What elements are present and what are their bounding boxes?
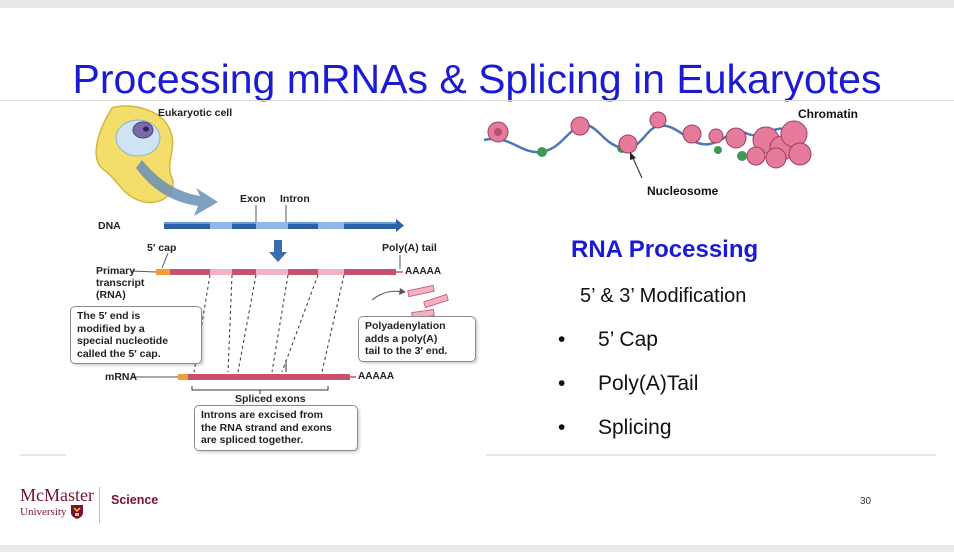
primary-aaaaa-label: AAAAA [405, 266, 442, 277]
title-rule [0, 100, 954, 101]
mcmaster-logo: McMaster University [20, 486, 94, 520]
footer-separator-left [20, 454, 66, 456]
splicing-figure: Eukaryotic cell Exon Intron DNA 5′ cap P… [60, 104, 480, 456]
list-item: • Poly(A)Tail [558, 372, 698, 396]
logo-line1: McMaster [20, 485, 94, 505]
splice-guides [193, 274, 345, 373]
department-label: Science [111, 493, 159, 507]
cell-to-dna-arrow [136, 160, 218, 216]
bullet: • [558, 372, 566, 395]
mrna-aaaaa-label: AAAAA [358, 371, 395, 382]
list-item-label: Splicing [598, 416, 672, 439]
splicing-diagram [95, 105, 449, 394]
slide-title: Processing mRNAs & Splicing in Eukaryote… [72, 56, 882, 102]
list-item-label: 5’ Cap [598, 328, 658, 351]
dna-label: DNA [98, 220, 121, 232]
list-item: • 5’ Cap [558, 328, 658, 352]
polya-tail-label: Poly(A) tail [382, 242, 437, 254]
mrna-label: mRNA [105, 371, 138, 383]
transcription-arrow [269, 240, 287, 262]
bullet: • [558, 416, 566, 439]
polyadenylation-note: Polyadenylation adds a poly(A) tail to t… [358, 316, 476, 362]
rna-processing-subheading: 5’ & 3’ Modification [580, 285, 747, 307]
intron-label: Intron [280, 193, 310, 205]
spliced-exons-label: Spliced exons [235, 393, 306, 405]
primary-transcript-label: Primary transcript (RNA) [96, 265, 145, 301]
footer-separator-right [486, 454, 936, 456]
bottom-band [0, 545, 954, 552]
eukaryotic-cell-label: Eukaryotic cell [158, 107, 233, 119]
crest-icon [71, 505, 84, 519]
nucleosome-beads [487, 111, 812, 169]
excised-introns [407, 284, 449, 319]
logo-line2: University [20, 506, 67, 518]
dna-strand [164, 219, 404, 232]
top-band [0, 0, 954, 8]
five-end-note: The 5′ end is modified by a special nucl… [70, 306, 202, 364]
rna-processing-heading: RNA Processing [571, 236, 759, 263]
primary-transcript-strand [156, 269, 403, 275]
nucleosome-label: Nucleosome [647, 184, 719, 198]
bullet: • [558, 328, 566, 351]
five-cap-label: 5′ cap [147, 242, 177, 254]
exon-label: Exon [240, 193, 266, 205]
mrna-strand [178, 374, 356, 380]
chromatin-figure: Chromatin Nucleosome [480, 104, 880, 204]
intron-excision-arrow [371, 290, 403, 301]
page-number: 30 [860, 496, 872, 507]
list-item-label: Poly(A)Tail [598, 372, 699, 395]
footer-divider [99, 487, 100, 523]
introns-note: Introns are excised from the RNA strand … [194, 405, 358, 451]
list-item: • Splicing [558, 416, 672, 440]
chromatin-label: Chromatin [798, 107, 858, 121]
chromatin-illustration [483, 111, 812, 179]
